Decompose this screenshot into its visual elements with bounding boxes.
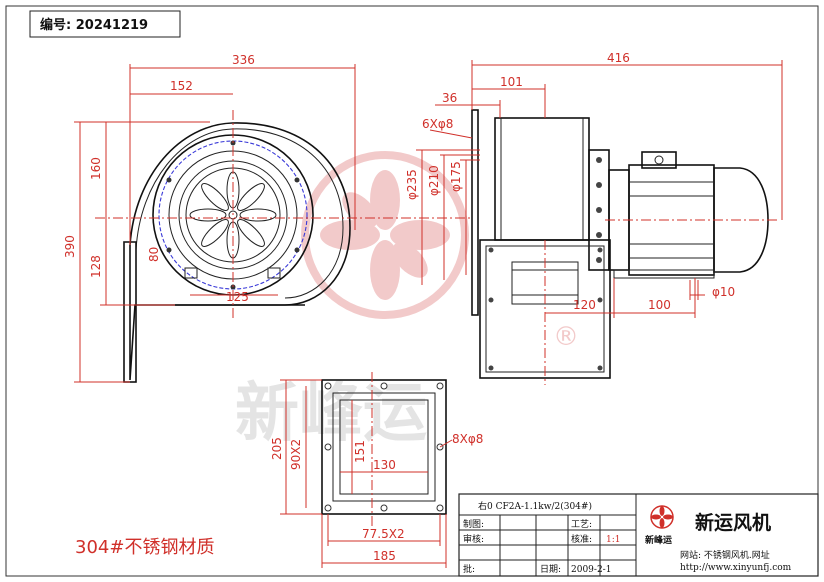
label-mass: 批: xyxy=(463,563,475,575)
dim-125: 125 xyxy=(226,290,249,304)
drawing-number: 编号: 20241219 xyxy=(40,17,148,33)
watermark-brand: 新峰运 xyxy=(235,376,427,451)
scale-value: 1:1 xyxy=(606,535,620,545)
front-view: 336 152 390 160 128 80 125 xyxy=(63,53,470,383)
watermark-ring xyxy=(301,151,469,319)
label-checked: 审核: xyxy=(463,533,484,545)
watermark-petals xyxy=(320,170,450,300)
dim-90x2: 90X2 xyxy=(289,439,303,470)
dim-336: 336 xyxy=(232,53,255,67)
dim-phi175: φ175 xyxy=(449,161,463,192)
label-approved: 核准: xyxy=(571,533,592,545)
side-view: 416 101 36 6Xφ8 φ235 φ210 φ175 120 100 φ… xyxy=(405,51,783,385)
dim-6xphi8: 6Xφ8 xyxy=(422,117,453,131)
label-drawn: 制图: xyxy=(463,518,484,530)
dim-phi235: φ235 xyxy=(405,169,419,200)
model-number: 右0 CF2A-1.1kw/2(304#) xyxy=(478,500,592,512)
company-name: 新运风机 xyxy=(695,511,771,534)
dim-416: 416 xyxy=(607,51,630,65)
label-date: 日期: xyxy=(540,564,561,575)
dim-80: 80 xyxy=(147,247,161,262)
flange-view: 205 90X2 151 130 8Xφ8 77.5X2 185 xyxy=(270,372,483,568)
dim-130: 130 xyxy=(373,458,396,472)
dim-77-5x2: 77.5X2 xyxy=(362,527,405,541)
company-logo: 新峰运 xyxy=(645,505,674,546)
label-craft: 工艺: xyxy=(571,519,592,530)
dim-160: 160 xyxy=(89,157,103,180)
logo-text: 新峰运 xyxy=(645,534,673,546)
dim-100: 100 xyxy=(648,298,671,312)
dim-390: 390 xyxy=(63,235,77,258)
header-box: 编号: 20241219 xyxy=(29,10,181,38)
material-note: 304#不锈钢材质 xyxy=(75,537,214,558)
dim-205: 205 xyxy=(270,437,284,460)
date-value: 2009-2-1 xyxy=(571,565,611,575)
watermark: 新峰运 ® xyxy=(235,151,579,451)
dim-128: 128 xyxy=(89,255,103,278)
dim-phi210: φ210 xyxy=(427,165,441,196)
dim-36: 36 xyxy=(442,91,457,105)
dim-152: 152 xyxy=(170,79,193,93)
dim-101: 101 xyxy=(500,75,523,89)
registered-mark: ® xyxy=(553,322,579,352)
website-line-2: http://www.xinyunfj.com xyxy=(680,563,792,573)
dim-8xphi8: 8Xφ8 xyxy=(452,432,483,446)
dim-phi10: φ10 xyxy=(712,285,735,299)
dim-185: 185 xyxy=(373,549,396,563)
sheet-border xyxy=(5,5,819,577)
dim-120: 120 xyxy=(573,298,596,312)
website-line-1: 网站: 不锈钢风机.网址 xyxy=(680,549,770,561)
title-block: 右0 CF2A-1.1kw/2(304#) 制图: 审核: 批: 工艺: 核准:… xyxy=(458,493,819,577)
dim-151: 151 xyxy=(353,440,367,463)
